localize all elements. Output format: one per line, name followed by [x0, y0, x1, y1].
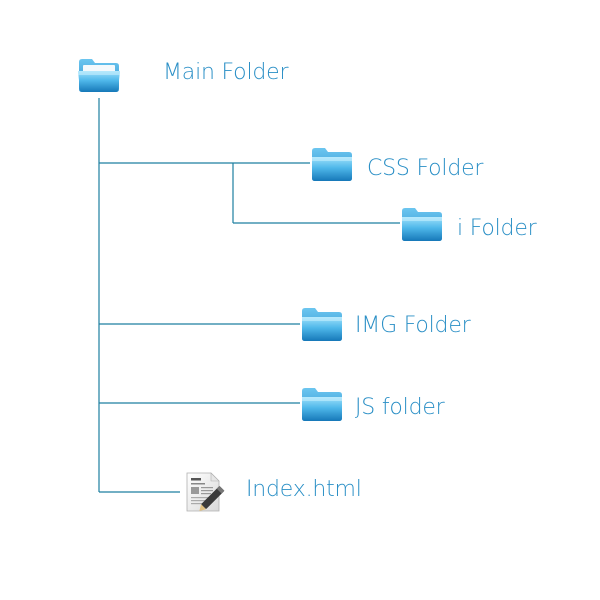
node-label-i: i Folder — [457, 216, 537, 241]
node-label-css: CSS Folder — [367, 156, 484, 181]
node-label-main: Main Folder — [163, 60, 289, 85]
html-file-icon — [183, 470, 227, 518]
folder-icon — [301, 306, 343, 346]
folder-icon — [311, 146, 353, 186]
folder-open-icon — [77, 56, 121, 98]
node-label-index: Index.html — [246, 477, 362, 502]
folder-icon — [401, 206, 443, 246]
node-label-js: JS folder — [355, 395, 445, 420]
node-label-img: IMG Folder — [355, 313, 471, 338]
folder-icon — [301, 386, 343, 426]
